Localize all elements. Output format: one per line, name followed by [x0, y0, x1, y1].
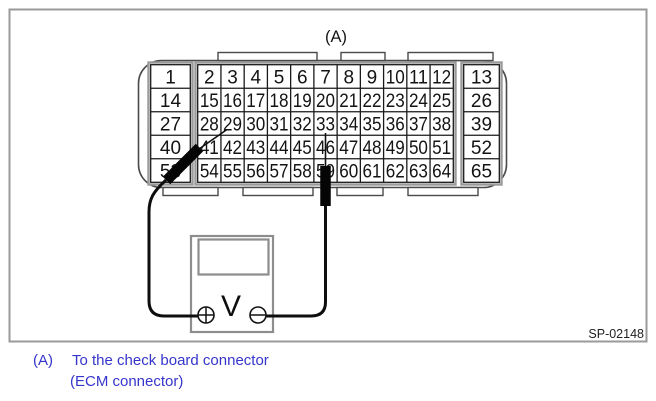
connector-bottom-tab — [162, 186, 219, 197]
pin-number: 10 — [386, 67, 405, 88]
drawing-code: SP-02148 — [588, 327, 644, 341]
pin-number: 26 — [471, 91, 492, 112]
pin-number: 38 — [432, 114, 451, 135]
pin-number: 61 — [362, 161, 381, 182]
pin-number: 40 — [160, 138, 181, 159]
pin-number: 12 — [432, 67, 451, 88]
pin-number: 49 — [386, 138, 405, 159]
pin-number: 41 — [200, 138, 219, 159]
positive-lead-wire — [147, 178, 200, 318]
wiring-diagram: (A) 114274053234567891011121516171819202… — [8, 8, 648, 343]
pin-number: 50 — [409, 138, 428, 159]
pin-number: 52 — [471, 138, 492, 159]
pin-number: 42 — [223, 138, 242, 159]
pin-number: 34 — [339, 114, 358, 135]
pin-number: 3 — [227, 67, 238, 88]
connector-top-tab — [340, 51, 386, 62]
connector-top-tab — [407, 51, 494, 62]
connector-top-tab — [217, 51, 318, 62]
pin-number: 48 — [362, 138, 381, 159]
pin-number: 8 — [343, 67, 354, 88]
caption-line2: (ECM connector) — [70, 373, 184, 390]
caption-line1: To the check board connector — [72, 352, 269, 369]
pin-number: 1 — [165, 67, 176, 88]
pin-number: 15 — [200, 91, 219, 112]
negative-lead-wire — [264, 204, 327, 318]
pin-number: 57 — [270, 161, 289, 182]
pin-number: 6 — [297, 67, 308, 88]
pin-number: 24 — [409, 91, 428, 112]
pin-number: 55 — [223, 161, 242, 182]
pin-number: 54 — [200, 161, 219, 182]
pin-number: 17 — [246, 91, 265, 112]
pin-number: 9 — [367, 67, 378, 88]
pin-number: 13 — [471, 67, 492, 88]
voltmeter-label: V — [221, 290, 241, 323]
pin-number: 65 — [471, 161, 492, 182]
pin-number: 37 — [409, 114, 428, 135]
pin-number: 5 — [274, 67, 285, 88]
pin-number: 22 — [362, 91, 381, 112]
pin-number: 51 — [432, 138, 451, 159]
pin-number: 4 — [251, 67, 262, 88]
ecm-connector: 1142740532345678910111215161718192021222… — [137, 51, 508, 197]
pin-number: 28 — [200, 114, 219, 135]
connector-bottom-tab — [407, 186, 479, 197]
pin-grid: 1142740532345678910111215161718192021222… — [147, 61, 503, 186]
pin-number: 35 — [362, 114, 381, 135]
pin-number: 29 — [223, 114, 242, 135]
pin-number: 19 — [293, 91, 312, 112]
pin-number: 58 — [293, 161, 312, 182]
pin-number: 62 — [386, 161, 405, 182]
pin-number: 47 — [339, 138, 358, 159]
pin-number: 27 — [160, 114, 181, 135]
positive-probe — [162, 143, 204, 185]
pin-number: 31 — [270, 114, 289, 135]
pin-number: 63 — [409, 161, 428, 182]
connector-bottom-tab — [336, 186, 384, 197]
pin-number: 30 — [246, 114, 265, 135]
connector-block — [460, 61, 503, 186]
pin-number: 44 — [270, 138, 289, 159]
pin-number: 45 — [293, 138, 312, 159]
caption-marker: (A) — [33, 352, 53, 369]
pin-number: 33 — [316, 114, 335, 135]
pin-number: 25 — [432, 91, 451, 112]
pin-number: 23 — [386, 91, 405, 112]
pin-number: 7 — [320, 67, 331, 88]
pin-number: 21 — [339, 91, 358, 112]
test-leads — [147, 128, 331, 318]
connector-block-inner — [463, 64, 500, 183]
voltmeter-terminals — [197, 306, 267, 324]
pin-number: 18 — [270, 91, 289, 112]
pin-number: 64 — [432, 161, 451, 182]
pin-number: 39 — [471, 114, 492, 135]
figure-frame — [8, 8, 648, 343]
pin-number: 2 — [204, 67, 215, 88]
pin-number: 56 — [246, 161, 265, 182]
positive-probe-tip — [198, 128, 228, 150]
pin-number: 60 — [339, 161, 358, 182]
pin-number: 36 — [386, 114, 405, 135]
pin-number: 16 — [223, 91, 242, 112]
connector-ref-label: (A) — [325, 28, 347, 46]
pin-number: 14 — [160, 91, 182, 112]
pin-number: 11 — [409, 67, 428, 88]
connector-bottom-tab — [242, 186, 314, 197]
pin-number: 20 — [316, 91, 335, 112]
voltmeter-display — [197, 238, 270, 276]
pin-number: 32 — [293, 114, 312, 135]
pin-number: 43 — [246, 138, 265, 159]
